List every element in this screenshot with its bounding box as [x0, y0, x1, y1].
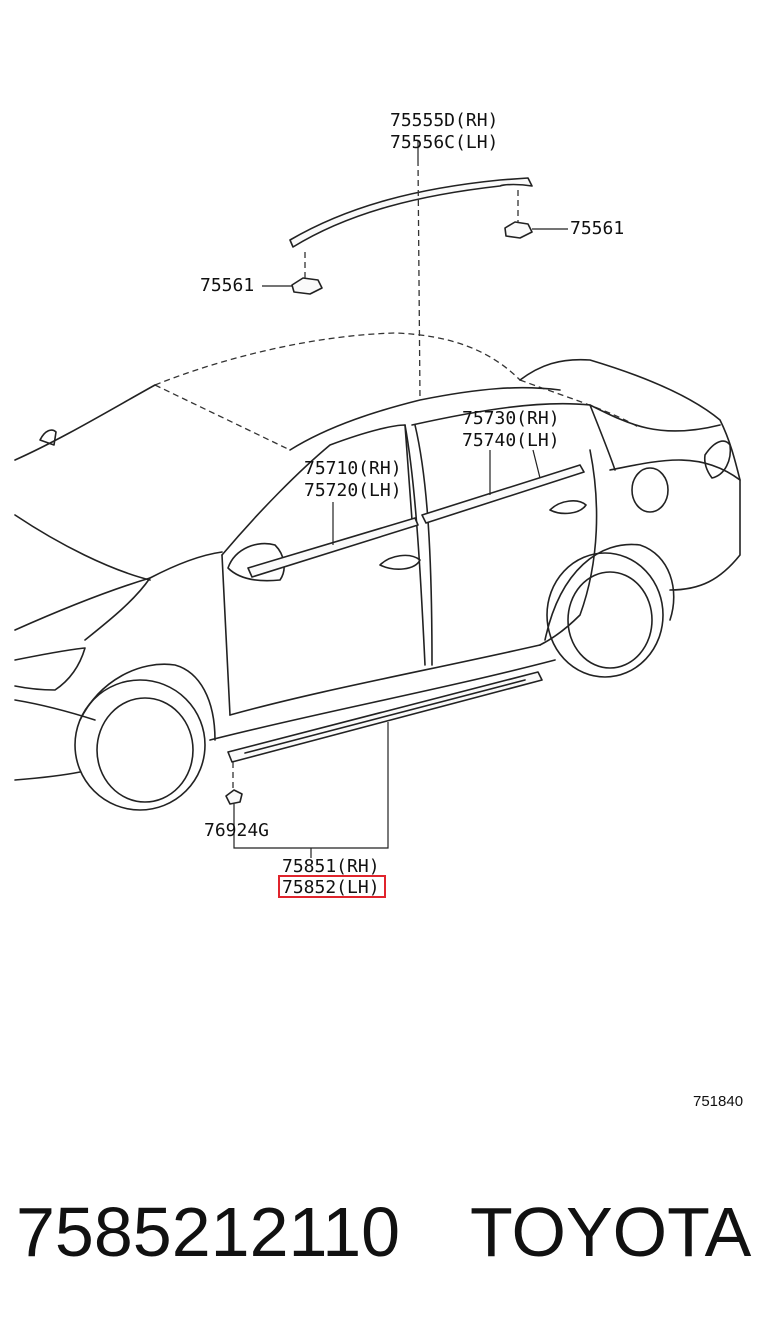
label-rear-door-molding-lh: 75740(LH): [462, 430, 560, 451]
roof-clip-right: [504, 190, 568, 239]
rocker-molding: [227, 671, 543, 790]
rear-door-molding: [421, 449, 585, 524]
label-front-door-molding-rh: 75710(RH): [304, 458, 402, 479]
roof-clip-left: [262, 252, 323, 295]
label-rocker-molding-rh: 75851(RH): [282, 856, 380, 877]
footer-brand: TOYOTA: [470, 1193, 752, 1271]
highlight-box: [278, 875, 386, 898]
label-rear-door-molding-rh: 75730(RH): [462, 408, 560, 429]
roof-molding: [289, 140, 533, 401]
label-rocker-clip: 76924G: [204, 820, 269, 841]
footer-part-number: 7585212110: [16, 1193, 400, 1271]
label-rocker-molding-lh: 75852(LH): [282, 877, 380, 898]
label-clip-right: 75561: [570, 218, 624, 239]
car-body-outline: [14, 332, 741, 811]
label-clip-left: 75561: [200, 275, 254, 296]
label-front-door-molding-lh: 75720(LH): [304, 480, 402, 501]
rocker-clip: [225, 722, 389, 858]
label-roof-molding-rh: 75555D(RH): [390, 110, 498, 131]
diagram-ref-number: 751840: [693, 1093, 743, 1110]
label-roof-molding-lh: 75556C(LH): [390, 132, 498, 153]
front-door-molding: [247, 502, 419, 578]
